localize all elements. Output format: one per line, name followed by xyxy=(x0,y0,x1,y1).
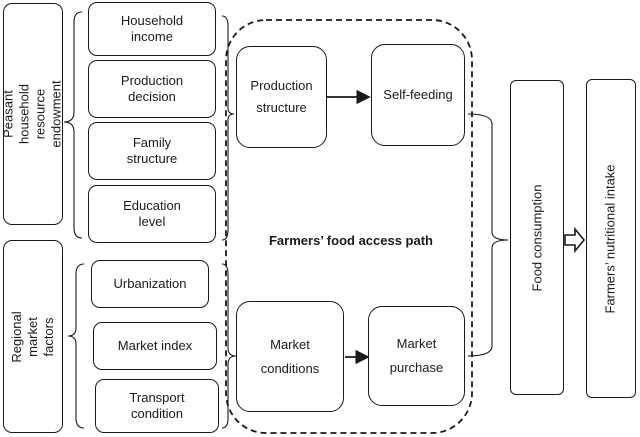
self-feeding-box: Self-feeding xyxy=(371,44,465,146)
market-purchase-label: Market purchase xyxy=(389,336,444,375)
food-access-path-region xyxy=(225,19,473,434)
urbanization-box: Urbanization xyxy=(91,260,209,308)
market-right-bracket xyxy=(221,263,237,429)
household-income-box: Household income xyxy=(88,2,216,56)
education-level-label: Education level xyxy=(123,198,181,229)
nutritional-intake-box: Farmers’ nutritional intake xyxy=(586,79,636,398)
production-decision-label: Production decision xyxy=(120,73,184,104)
household-resource-endowment-label: Peasant household resource endowment xyxy=(1,80,64,148)
family-structure-label: Family structure xyxy=(126,135,178,166)
family-structure-box: Family structure xyxy=(88,122,216,180)
consumption-bracket xyxy=(467,113,509,357)
nutritional-intake-label: Farmers’ nutritional intake xyxy=(603,163,619,314)
production-structure-box: Production structure xyxy=(236,46,327,148)
transport-condition-label: Transport condition xyxy=(129,390,185,421)
education-level-box: Education level xyxy=(88,185,216,243)
regional-market-factors-box: Regional market factors xyxy=(3,240,63,433)
market-index-box: Market index xyxy=(93,322,217,370)
regional-market-factors-label: Regional market factors xyxy=(9,310,56,363)
food-consumption-label: Food consumption xyxy=(529,184,545,291)
food-consumption-box: Food consumption xyxy=(510,80,564,395)
transport-condition-box: Transport condition xyxy=(95,379,219,433)
self-feeding-label: Self-feeding xyxy=(383,87,453,102)
urbanization-label: Urbanization xyxy=(113,276,187,291)
arrow-consumption-to-nutrition xyxy=(564,226,586,254)
household-income-label: Household income xyxy=(120,13,184,44)
household-left-bracket xyxy=(63,11,83,239)
market-index-label: Market index xyxy=(117,338,193,353)
production-decision-box: Production decision xyxy=(88,60,216,118)
household-resource-endowment-box: Peasant household resource endowment xyxy=(1,3,64,225)
production-structure-label: Production structure xyxy=(250,78,313,115)
market-left-bracket xyxy=(67,263,85,429)
market-conditions-label: Market conditions xyxy=(260,336,320,376)
food-access-path-title: Farmers’ food access path xyxy=(268,233,433,248)
market-conditions-box: Market conditions xyxy=(236,301,344,412)
market-purchase-box: Market purchase xyxy=(368,306,465,406)
household-right-bracket xyxy=(221,15,235,241)
